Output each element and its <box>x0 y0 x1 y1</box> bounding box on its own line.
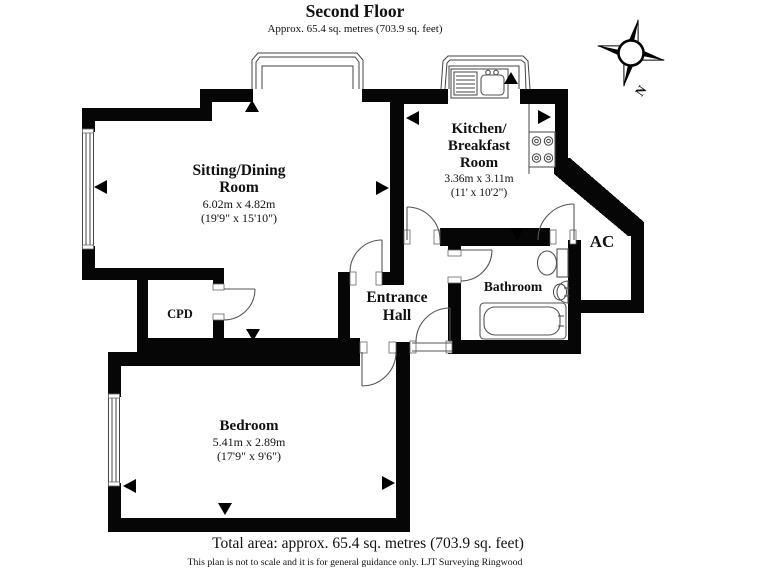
room-label-bedroom: Bedroom 5.41m x 2.89m (17'9" x 9'6") <box>213 418 286 463</box>
arrow-kitchen-down <box>510 228 524 240</box>
room-label-bathroom: Bathroom <box>484 279 543 294</box>
toilet-icon <box>536 248 569 278</box>
svg-text:Sitting/Dining: Sitting/Dining <box>192 162 285 179</box>
svg-text:3.36m x 3.11m: 3.36m x 3.11m <box>444 173 513 185</box>
room-label-ac: AC <box>590 232 615 251</box>
disclaimer-text: This plan is not to scale and it is for … <box>188 557 523 568</box>
svg-text:Kitchen/: Kitchen/ <box>452 121 508 137</box>
svg-text:5.41m x 2.89m: 5.41m x 2.89m <box>213 435 286 449</box>
arrow-kitchen-left <box>406 111 419 125</box>
svg-text:CPD: CPD <box>167 307 193 321</box>
svg-text:AC: AC <box>590 232 615 251</box>
compass-north-label: N <box>632 82 650 99</box>
arrow-kitchen-right <box>538 110 551 124</box>
measure-arrows <box>94 72 551 515</box>
window-kitchen-bay <box>440 55 531 90</box>
hob-icon <box>528 104 556 174</box>
walls <box>82 89 644 532</box>
bath-icon <box>479 302 567 340</box>
page-subtitle: Approx. 65.4 sq. metres (703.9 sq. feet) <box>267 23 442 35</box>
svg-text:Breakfast: Breakfast <box>448 138 510 154</box>
total-area-text: Total area: approx. 65.4 sq. metres (703… <box>212 535 524 552</box>
svg-text:Entrance: Entrance <box>366 289 427 306</box>
svg-text:Hall: Hall <box>383 307 412 324</box>
svg-text:Bedroom: Bedroom <box>220 418 279 434</box>
basin-icon <box>553 280 570 304</box>
kitchen-sink-icon <box>450 68 509 99</box>
arrow-bedroom-left <box>123 479 136 493</box>
svg-text:Room: Room <box>460 155 499 171</box>
svg-text:6.02m x 4.82m: 6.02m x 4.82m <box>203 197 276 211</box>
door-kitchen <box>403 206 441 245</box>
arrow-bedroom-right <box>382 476 395 490</box>
door-front-entrance <box>409 307 453 354</box>
svg-text:(17'9" x 9'6"): (17'9" x 9'6") <box>217 449 281 463</box>
door-bathroom <box>447 249 493 284</box>
svg-text:(19'9" x 15'10"): (19'9" x 15'10") <box>201 211 277 225</box>
door-airing-cupboard <box>537 203 577 245</box>
arrow-bay-up <box>245 100 259 112</box>
window-sitting-left <box>82 128 94 250</box>
room-label-kitchen: Kitchen/ Breakfast Room 3.36m x 3.11m (1… <box>444 121 513 199</box>
window-sitting-bay <box>251 52 364 89</box>
arrow-bedroom-down <box>218 503 232 515</box>
labels: Second Floor Approx. 65.4 sq. metres (70… <box>167 1 614 568</box>
arrow-sitting-left <box>94 180 107 194</box>
fixtures <box>450 68 570 340</box>
svg-text:(11' x 10'2"): (11' x 10'2") <box>451 187 507 199</box>
arrow-sitting-right <box>376 181 389 195</box>
room-label-sitting-dining: Sitting/Dining Room 6.02m x 4.82m (19'9"… <box>192 162 285 225</box>
compass-icon: N <box>597 19 665 99</box>
window-bedroom-left <box>108 393 120 487</box>
svg-text:Bathroom: Bathroom <box>484 279 543 294</box>
room-label-cpd: CPD <box>167 307 193 321</box>
arrow-sitting-down <box>246 329 260 341</box>
arrow-kitchen-up <box>504 72 518 84</box>
svg-text:Room: Room <box>219 179 259 196</box>
doors <box>212 203 577 387</box>
door-cpd <box>212 283 256 321</box>
room-label-entrance-hall: Entrance Hall <box>366 289 427 324</box>
door-sitting-hall <box>349 239 383 286</box>
windows <box>82 52 531 487</box>
door-bedroom <box>359 341 397 387</box>
page-title: Second Floor <box>306 1 405 21</box>
